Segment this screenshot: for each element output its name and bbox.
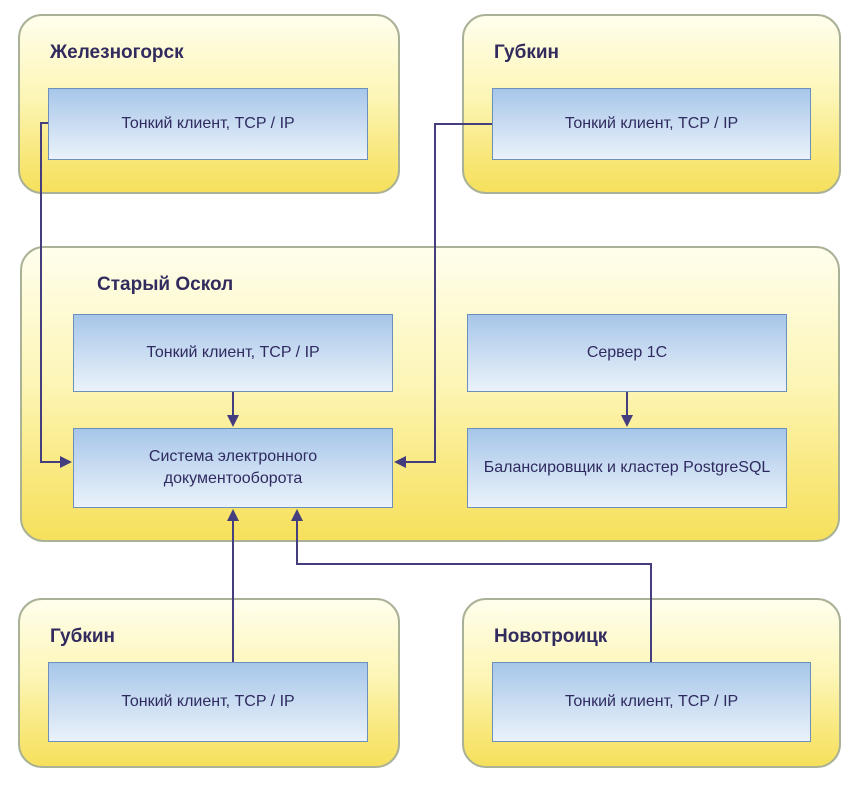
node-edms: Система электронного документооборота (73, 428, 393, 508)
node-server-1c: Сервер 1С (467, 314, 787, 392)
group-title-stary-oskol: Старый Оскол (97, 274, 234, 295)
node-novotroitsk-thin-client: Тонкий клиент, TCP / IP (492, 662, 811, 742)
node-gubkin-top-thin-client: Тонкий клиент, TCP / IP (492, 88, 811, 160)
node-balancer-postgresql: Балансировщик и кластер PostgreSQL (467, 428, 787, 508)
node-zheleznogorsk-thin-client: Тонкий клиент, TCP / IP (48, 88, 368, 160)
group-title-gubkin-bottom: Губкин (50, 626, 116, 647)
group-title-gubkin-top: Губкин (494, 42, 560, 63)
node-gubkin-bottom-thin-client: Тонкий клиент, TCP / IP (48, 662, 368, 742)
group-title-zheleznogorsk: Железногорск (50, 42, 184, 63)
group-title-novotroitsk: Новотроицк (494, 626, 608, 647)
node-stary-oskol-thin-client: Тонкий клиент, TCP / IP (73, 314, 393, 392)
